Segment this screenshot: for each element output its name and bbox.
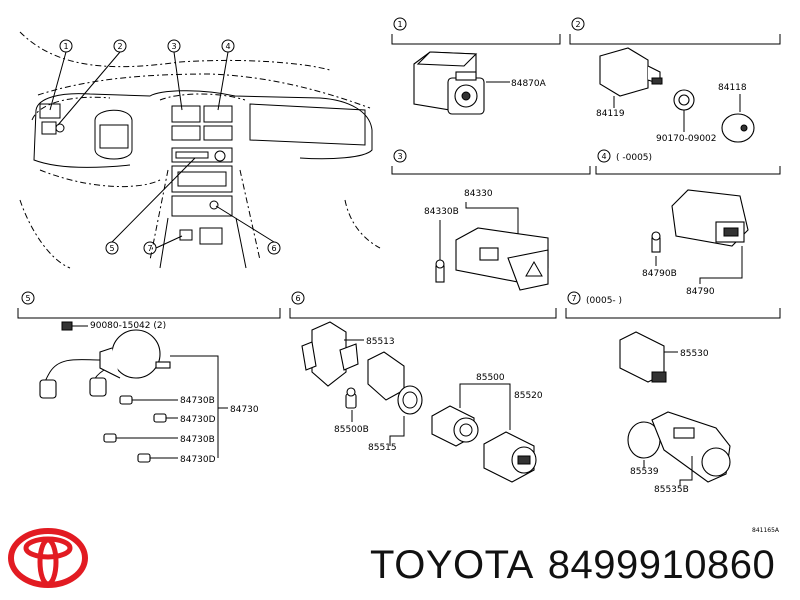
rheostat-84730 xyxy=(39,329,171,399)
part-label-84119: 84119 xyxy=(596,109,625,119)
part-label-85520: 85520 xyxy=(514,391,543,401)
section-2: 2 84119 84118 90170-09002 xyxy=(569,17,781,144)
ashtray-85530 xyxy=(619,331,667,383)
section-4: 4 ( -0005) 84790B 84790 xyxy=(595,149,781,297)
part-label-84730d-1: 84730D xyxy=(180,415,216,425)
part-label-85535b: 85535B xyxy=(654,485,689,495)
switch-84119 xyxy=(599,47,663,97)
bracket-85513 xyxy=(301,321,359,387)
section-6: 6 85513 85500B 85515 85500 xyxy=(289,291,557,483)
section-4-number: 4 xyxy=(601,152,606,161)
part-label-90170-09002: 90170-09002 xyxy=(656,134,717,144)
callout-4: 4 xyxy=(225,42,230,51)
knob-90170 xyxy=(673,89,695,111)
hazard-switch-84330 xyxy=(455,227,549,291)
part-label-85500b: 85500B xyxy=(334,425,369,435)
reference-code: 841165A xyxy=(752,527,780,534)
socket-85515 xyxy=(367,351,423,415)
part-label-84330: 84330 xyxy=(464,189,493,199)
part-label-84118: 84118 xyxy=(718,83,747,93)
part-label-85515: 85515 xyxy=(368,443,397,453)
section-4-note: ( -0005) xyxy=(616,153,652,163)
part-label-84790b: 84790B xyxy=(642,269,677,279)
holder-85535b xyxy=(651,411,731,483)
part-label-84730b-2: 84730B xyxy=(180,435,215,445)
switch-84790 xyxy=(671,189,749,247)
part-label-84730d-2: 84730D xyxy=(180,455,216,465)
section-5: 5 90080-15042 (2) 84730B 84730D 84730B 8… xyxy=(17,291,281,465)
lighter-85500 xyxy=(431,405,537,483)
screw-90080 xyxy=(61,321,73,331)
switch-84870a xyxy=(413,51,485,115)
bulbs-84730 xyxy=(103,395,167,463)
callout-3: 3 xyxy=(171,42,176,51)
part-number: 8499910860 xyxy=(547,543,776,587)
part-label-84730b-1: 84730B xyxy=(180,396,215,406)
callout-6: 6 xyxy=(271,244,276,253)
section-3: 3 84330 84330B xyxy=(391,149,591,291)
part-label-85539: 85539 xyxy=(630,467,659,477)
part-label-85500: 85500 xyxy=(476,373,505,383)
callout-7: 7 xyxy=(147,244,152,253)
cap-84118 xyxy=(721,113,755,143)
part-label-90080-15042: 90080-15042 (2) xyxy=(90,321,166,331)
section-1: 1 84870A xyxy=(391,17,561,115)
part-label-84330b: 84330B xyxy=(424,207,459,217)
bulb-84330b xyxy=(435,259,445,283)
part-label-84790: 84790 xyxy=(686,287,715,297)
brand-name: TOYOTA xyxy=(370,543,534,587)
bulb-84790b xyxy=(651,231,661,253)
part-label-85513: 85513 xyxy=(366,337,395,347)
section-1-number: 1 xyxy=(397,20,402,29)
section-5-number: 5 xyxy=(25,294,30,303)
callout-1: 1 xyxy=(63,42,68,51)
part-label-84730: 84730 xyxy=(230,405,259,415)
section-6-number: 6 xyxy=(295,294,300,303)
part-label-84870a: 84870A xyxy=(511,79,547,89)
footer-brand: TOYOTA 8499910860 xyxy=(370,543,789,588)
bulb-85500b xyxy=(345,387,357,409)
section-7-number: 7 xyxy=(571,294,576,303)
callout-2: 2 xyxy=(117,42,122,51)
section-7-note: (0005- ) xyxy=(586,296,622,306)
callout-5: 5 xyxy=(109,244,114,253)
section-2-number: 2 xyxy=(575,20,580,29)
part-label-85530: 85530 xyxy=(680,349,709,359)
toyota-logo xyxy=(8,528,88,588)
section-7: 7 (0005- ) 85530 85539 85535B xyxy=(565,291,781,495)
dashboard-overview: 1 2 3 4 5 6 7 xyxy=(19,31,381,269)
dashboard-callouts: 1 2 3 4 5 6 7 xyxy=(59,39,281,255)
section-3-number: 3 xyxy=(397,152,402,161)
